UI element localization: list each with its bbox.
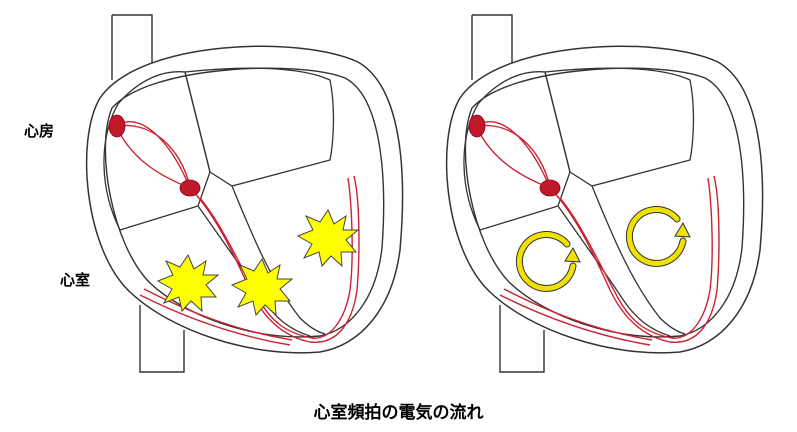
caption: 心室頻拍の電気の流れ: [313, 403, 484, 423]
label-atrium: 心房: [24, 122, 55, 140]
heart-right: [445, 14, 764, 373]
heart-left: [85, 14, 404, 373]
label-ventricle: 心室: [60, 271, 91, 289]
